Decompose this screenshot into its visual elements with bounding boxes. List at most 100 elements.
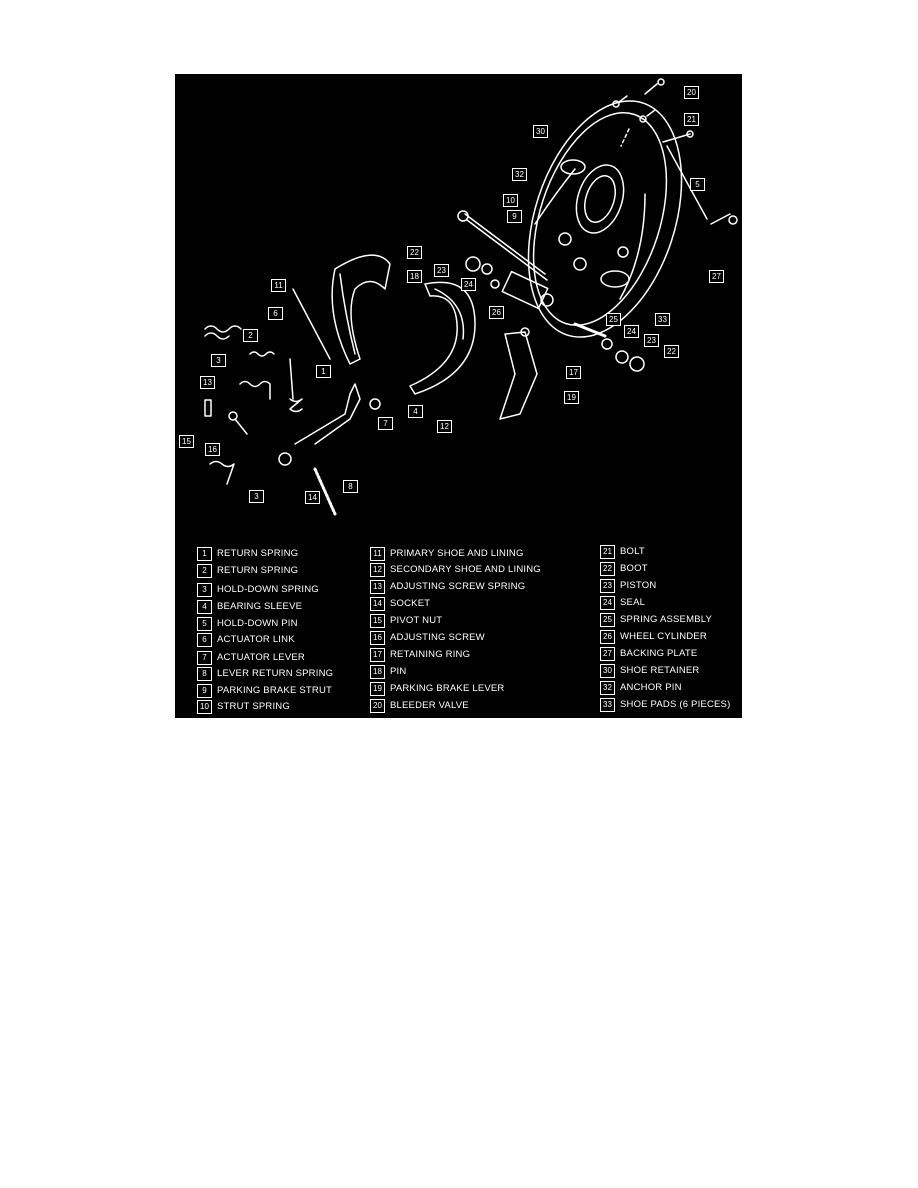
callout-backing-plate: 27 <box>709 270 724 283</box>
callout-return-spring-2: 2 <box>243 329 258 342</box>
adjuster-drawing <box>204 383 381 466</box>
legend-label: BEARING SLEEVE <box>217 601 303 612</box>
callout-hold-down-spring-upper: 3 <box>211 354 226 367</box>
legend-label: PISTON <box>620 580 657 591</box>
strut-drawing <box>457 210 548 281</box>
legend-label: HOLD-DOWN PIN <box>217 618 298 629</box>
legend-item: 16 ADJUSTING SCREW <box>370 631 485 645</box>
callout-socket: 14 <box>305 491 320 504</box>
legend-label: WHEEL CYLINDER <box>620 631 707 642</box>
legend-label: BOLT <box>620 546 645 557</box>
legend-item: 33 SHOE PADS (6 PIECES) <box>600 698 730 712</box>
legend-number: 33 <box>600 698 615 712</box>
callout-bolt: 21 <box>684 113 699 126</box>
legend-label: PARKING BRAKE LEVER <box>390 683 505 694</box>
legend-label: PRIMARY SHOE AND LINING <box>390 548 524 559</box>
callout-seal-upper: 24 <box>461 278 476 291</box>
legend-item: 15 PIVOT NUT <box>370 614 442 628</box>
callout-shoe-retainer: 30 <box>533 125 548 138</box>
legend-number: 10 <box>197 700 212 714</box>
legend-number: 14 <box>370 597 385 611</box>
legend-label: ADJUSTING SCREW <box>390 632 485 643</box>
legend-number: 8 <box>197 667 212 681</box>
legend-label: SHOE RETAINER <box>620 665 700 676</box>
legend-number: 6 <box>197 633 212 647</box>
legend-label: SPRING ASSEMBLY <box>620 614 713 625</box>
legend-label: ACTUATOR LEVER <box>217 652 305 663</box>
legend-number: 23 <box>600 579 615 593</box>
legend-number: 11 <box>370 547 385 561</box>
legend-label: SHOE PADS (6 PIECES) <box>620 699 731 710</box>
diagram-artwork <box>204 78 738 516</box>
legend-label: PIN <box>390 666 407 677</box>
backing-plate-drawing <box>527 100 683 338</box>
legend-number: 32 <box>600 681 615 695</box>
legend-label: BACKING PLATE <box>620 648 698 659</box>
legend-label: PIVOT NUT <box>390 615 443 626</box>
legend-item: 10 STRUT SPRING <box>197 700 290 714</box>
legend-number: 13 <box>370 580 385 594</box>
legend-number: 27 <box>600 647 615 661</box>
callout-actuator-lever: 7 <box>378 417 393 430</box>
callout-piston-upper: 23 <box>434 264 449 277</box>
legend-item: 7 ACTUATOR LEVER <box>197 651 305 665</box>
legend-item: 23 PISTON <box>600 579 656 593</box>
callout-adjusting-screw: 16 <box>205 443 220 456</box>
legend-item: 26 WHEEL CYLINDER <box>600 630 707 644</box>
legend-number: 2 <box>197 564 212 578</box>
legend-number: 16 <box>370 631 385 645</box>
legend-label: RETAINING RING <box>390 649 471 660</box>
legend-label: STRUT SPRING <box>217 701 290 712</box>
callout-hold-down-pin: 5 <box>690 178 705 191</box>
legend-item: 21 BOLT <box>600 545 645 559</box>
legend-label: ANCHOR PIN <box>620 682 682 693</box>
callout-parking-brake-strut: 9 <box>507 210 522 223</box>
callout-shoe-pads: 33 <box>655 313 670 326</box>
callout-bearing-sleeve: 4 <box>408 405 423 418</box>
legend-item: 8 LEVER RETURN SPRING <box>197 667 333 681</box>
exploded-brake-diagram <box>175 74 742 718</box>
legend-item: 2 RETURN SPRING <box>197 564 298 578</box>
legend-number: 25 <box>600 613 615 627</box>
legend-number: 3 <box>197 583 212 597</box>
callout-bleeder-valve: 20 <box>684 86 699 99</box>
legend-number: 17 <box>370 648 385 662</box>
legend-number: 19 <box>370 682 385 696</box>
legend-label: RETURN SPRING <box>217 548 299 559</box>
legend-item: 25 SPRING ASSEMBLY <box>600 613 712 627</box>
callout-retaining-ring: 17 <box>566 366 581 379</box>
legend-item: 32 ANCHOR PIN <box>600 681 682 695</box>
callout-secondary-shoe: 12 <box>437 420 452 433</box>
callout-spring-assembly: 25 <box>606 313 621 326</box>
legend-number: 21 <box>600 545 615 559</box>
secondary-shoe-drawing <box>409 281 476 395</box>
legend-number: 7 <box>197 651 212 665</box>
legend-number: 12 <box>370 563 385 577</box>
callout-piston-lower: 23 <box>644 334 659 347</box>
legend-label: PARKING BRAKE STRUT <box>217 685 333 696</box>
callout-primary-shoe: 11 <box>271 279 286 292</box>
callout-parking-brake-lever: 19 <box>564 391 579 404</box>
primary-shoe-drawing <box>331 254 391 365</box>
legend-label: BOOT <box>620 563 648 574</box>
legend-number: 26 <box>600 630 615 644</box>
hardware-drawing <box>612 78 738 225</box>
legend-label: SEAL <box>620 597 646 608</box>
legend-label: ACTUATOR LINK <box>217 634 295 645</box>
callout-lever-return-spring: 8 <box>343 480 358 493</box>
legend-label: RETURN SPRING <box>217 565 299 576</box>
legend-number: 15 <box>370 614 385 628</box>
legend-item: 19 PARKING BRAKE LEVER <box>370 682 505 696</box>
legend-label: LEVER RETURN SPRING <box>217 668 334 679</box>
callout-seal-lower: 24 <box>624 325 639 338</box>
